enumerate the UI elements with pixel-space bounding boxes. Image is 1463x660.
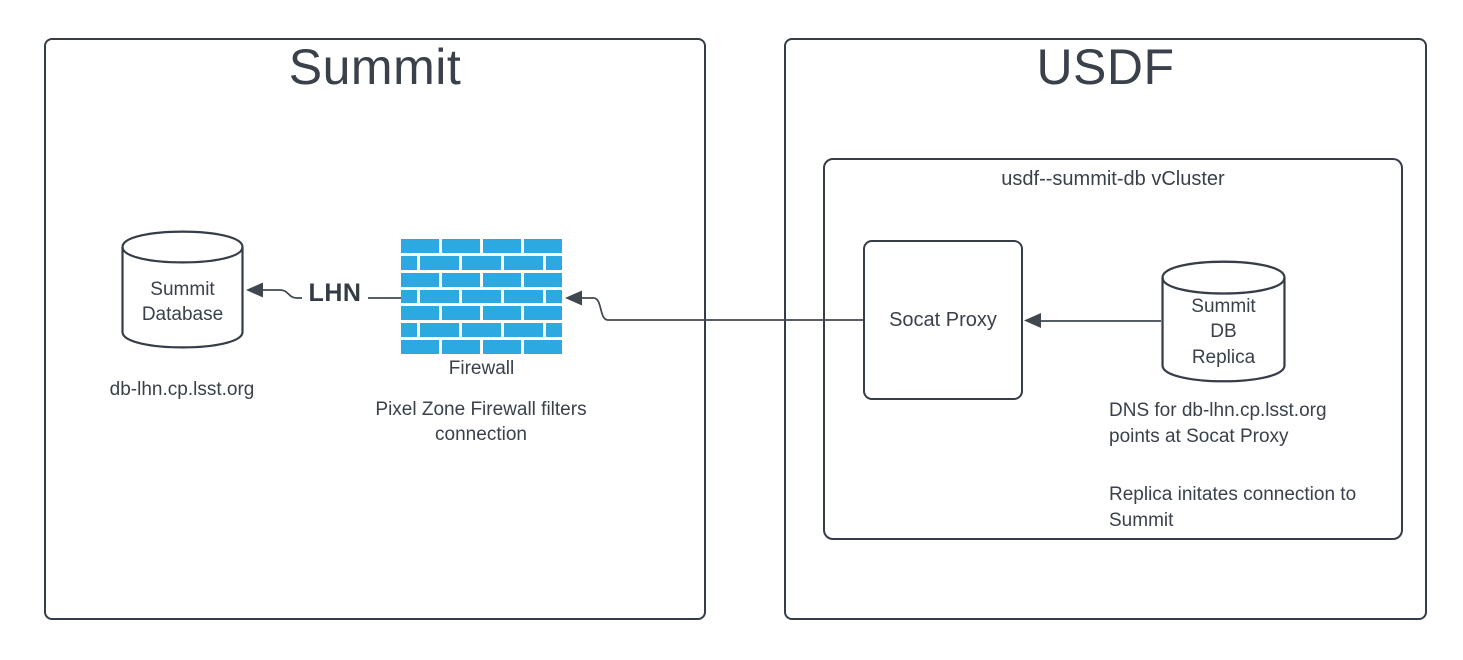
firewall-brick <box>462 289 501 304</box>
firewall-brick <box>503 323 543 338</box>
vcluster-label: usdf--summit-db vCluster <box>1001 168 1225 190</box>
firewall-brick <box>401 255 418 270</box>
firewall-brick-wall-icon <box>401 239 562 355</box>
firewall-brick <box>462 323 501 338</box>
firewall-brick-row <box>401 289 562 304</box>
firewall-brick-row <box>401 306 562 321</box>
firewall-brick <box>442 306 480 321</box>
socat-proxy-label: Socat Proxy <box>889 308 997 331</box>
firewall-brick <box>503 289 543 304</box>
firewall-brick <box>401 306 439 321</box>
summit-db-replica-node: Summit DB Replica <box>1161 260 1286 384</box>
firewall-brick <box>483 239 521 253</box>
summit-database-label: Summit Database <box>141 278 224 325</box>
firewall-brick <box>401 239 439 253</box>
firewall-brick-row <box>401 323 562 338</box>
firewall-brick-row <box>401 255 562 270</box>
firewall-brick <box>503 255 543 270</box>
dns-note: DNS for db-lhn.cp.lsst.org points at Soc… <box>1109 400 1327 448</box>
firewall-brick <box>401 289 418 304</box>
firewall-brick <box>442 272 480 287</box>
firewall-brick <box>545 255 562 270</box>
firewall-brick <box>462 255 501 270</box>
firewall-brick <box>442 340 480 355</box>
usdf-zone-title: USDF <box>1036 39 1175 95</box>
firewall-brick <box>401 272 439 287</box>
firewall-brick <box>420 255 460 270</box>
database-cylinder-icon <box>121 230 244 349</box>
firewall-caption: Pixel Zone Firewall filters connection <box>375 399 587 446</box>
firewall-brick <box>420 289 460 304</box>
firewall-brick <box>524 239 562 253</box>
summit-database-hostname: db-lhn.cp.lsst.org <box>109 379 255 400</box>
summit-db-replica-label: Summit DB Replica <box>1191 296 1256 368</box>
database-cylinder-icon <box>1161 260 1286 383</box>
summit-database-node: Summit Database <box>121 230 244 350</box>
firewall-brick <box>524 340 562 355</box>
firewall-label: Firewall <box>448 358 515 379</box>
firewall-brick <box>401 340 439 355</box>
firewall-brick <box>483 340 521 355</box>
firewall-brick <box>442 239 480 253</box>
summit-zone-title: Summit <box>288 39 462 95</box>
firewall-brick <box>524 272 562 287</box>
firewall-brick <box>420 323 460 338</box>
firewall-brick <box>545 289 562 304</box>
firewall-brick <box>545 323 562 338</box>
firewall-brick <box>483 272 521 287</box>
lhn-link-label: LHN <box>308 279 362 307</box>
firewall-brick <box>483 306 521 321</box>
socat-proxy-node: Socat Proxy <box>863 240 1023 400</box>
firewall-brick-row <box>401 239 562 253</box>
firewall-brick <box>401 323 418 338</box>
firewall-brick <box>524 306 562 321</box>
firewall-brick-row <box>401 340 562 355</box>
replica-note: Replica initates connection to Summit <box>1109 484 1357 532</box>
firewall-brick-row <box>401 272 562 287</box>
